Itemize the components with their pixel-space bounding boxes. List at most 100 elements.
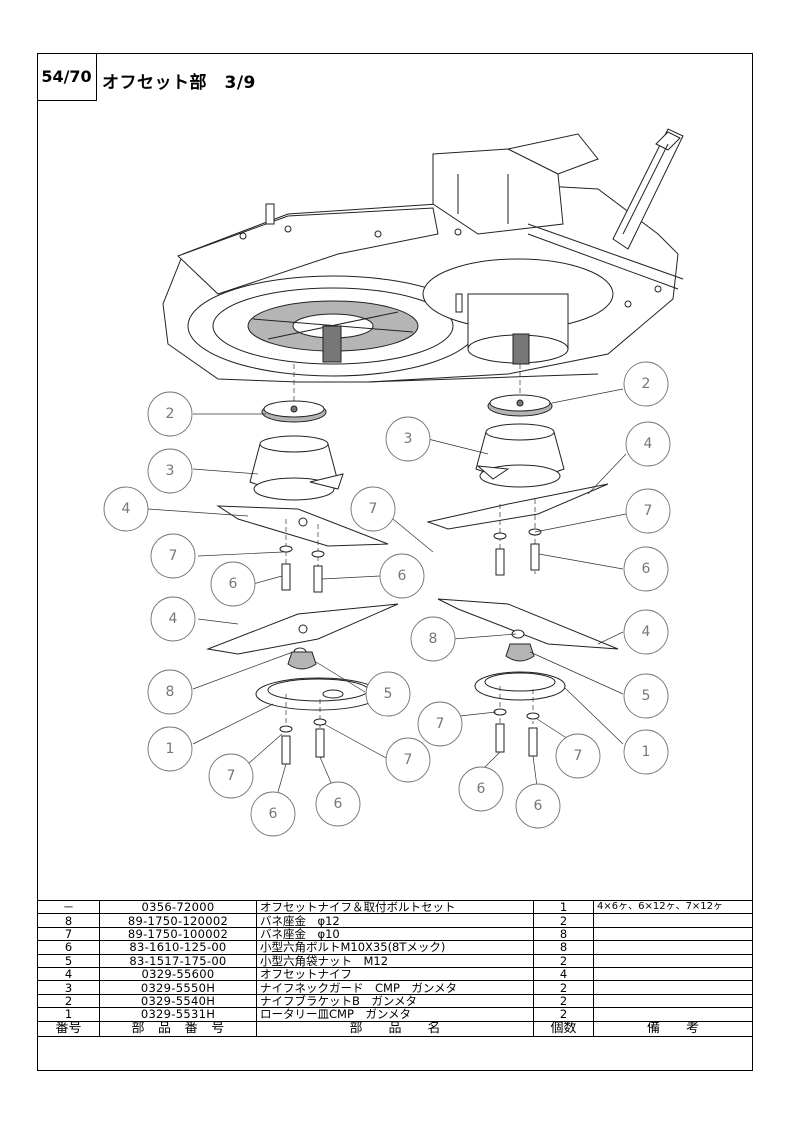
callout-bubble: 6 xyxy=(315,781,361,827)
cell-part-number: 83-1610-125-00 xyxy=(99,940,257,955)
svg-text:7: 7 xyxy=(404,752,413,768)
cell-part-name: ナイフブラケットB ガンメタ xyxy=(256,993,534,1009)
cell-part-name: 小型六角袋ナット M12 xyxy=(256,953,534,968)
right-blade-assembly xyxy=(426,364,619,757)
svg-text:4: 4 xyxy=(169,611,178,627)
page-title: オフセット部 3/9 xyxy=(102,73,256,93)
cell-no: － xyxy=(37,899,100,915)
offset-housing-illustration xyxy=(162,128,684,383)
cell-part-number: 89-1750-120002 xyxy=(99,913,257,928)
header-qty: 個数 xyxy=(533,1020,594,1037)
page-number: 54/70 xyxy=(37,53,97,101)
svg-text:8: 8 xyxy=(166,684,175,700)
callout-bubble: 2 xyxy=(147,391,193,437)
cell-note xyxy=(593,980,753,995)
table-row: 2 0329-5540H ナイフブラケットB ガンメタ 2 xyxy=(37,993,753,1009)
svg-text:3: 3 xyxy=(166,463,175,479)
callout-bubble: 3 xyxy=(385,416,431,462)
cell-qty: 1 xyxy=(533,899,594,915)
cell-qty: 2 xyxy=(533,1007,594,1022)
svg-text:7: 7 xyxy=(227,768,236,784)
svg-text:5: 5 xyxy=(384,686,393,702)
cell-note xyxy=(593,953,753,968)
cell-note: 4×6ヶ、6×12ヶ、7×12ヶ xyxy=(593,899,753,915)
callout-bubble: 7 xyxy=(385,737,431,783)
callout-bubble: 3 xyxy=(147,448,193,494)
cell-note xyxy=(593,940,753,955)
callout-bubble: 6 xyxy=(210,561,256,607)
header-note: 備 考 xyxy=(593,1020,753,1037)
cell-part-name: バネ座金 φ10 xyxy=(256,926,534,942)
cell-qty: 2 xyxy=(533,913,594,928)
cell-part-name: オフセットナイフ＆取付ボルトセット xyxy=(256,899,534,915)
header-part-name: 部 品 名 xyxy=(256,1020,534,1037)
table-row: 1 0329-5531H ロータリー皿CMP ガンメタ 2 xyxy=(37,1007,753,1022)
cell-part-number: 89-1750-100002 xyxy=(99,926,257,942)
leader-lines xyxy=(147,388,627,800)
callout-bubble: 1 xyxy=(623,729,669,775)
svg-text:6: 6 xyxy=(269,806,278,822)
callout-bubble: 4 xyxy=(623,609,669,655)
svg-text:7: 7 xyxy=(369,501,378,517)
svg-text:4: 4 xyxy=(122,501,131,517)
cell-note xyxy=(593,966,753,982)
callout-bubble: 7 xyxy=(150,533,196,579)
left-blade-assembly xyxy=(206,364,399,765)
cell-note xyxy=(593,913,753,928)
table-row: 6 83-1610-125-00 小型六角ボルトM10X35(8Tメック) 8 xyxy=(37,940,753,955)
table-row: 8 89-1750-120002 バネ座金 φ12 2 xyxy=(37,913,753,928)
callout-bubble: 4 xyxy=(150,596,196,642)
svg-text:4: 4 xyxy=(644,436,653,452)
callout-bubble: 2 xyxy=(623,361,669,407)
cell-qty: 4 xyxy=(533,966,594,982)
cell-note xyxy=(593,1007,753,1022)
svg-text:7: 7 xyxy=(574,748,583,764)
svg-text:2: 2 xyxy=(642,376,651,392)
cell-part-number: 0329-5540H xyxy=(99,993,257,1009)
cell-no: 2 xyxy=(37,993,100,1009)
callout-bubble: 6 xyxy=(379,553,425,599)
table-row: 7 89-1750-100002 バネ座金 φ10 8 xyxy=(37,926,753,942)
cell-part-number: 0329-5550H xyxy=(99,980,257,995)
table-row: 3 0329-5550H ナイフネックガード CMP ガンメタ 2 xyxy=(37,980,753,995)
cell-part-number: 0356-72000 xyxy=(99,899,257,915)
cell-part-name: ナイフネックガード CMP ガンメタ xyxy=(256,980,534,995)
cell-qty: 8 xyxy=(533,926,594,942)
table-row: 5 83-1517-175-00 小型六角袋ナット M12 2 xyxy=(37,953,753,968)
svg-text:6: 6 xyxy=(477,781,486,797)
cell-part-number: 83-1517-175-00 xyxy=(99,953,257,968)
callout-bubble: 7 xyxy=(555,733,601,779)
page-frame xyxy=(37,53,753,1071)
cell-no: 7 xyxy=(37,926,100,942)
callout-bubble: 8 xyxy=(147,669,193,715)
cell-no: 8 xyxy=(37,913,100,928)
cell-note xyxy=(593,926,753,942)
parts-table: － 0356-72000 オフセットナイフ＆取付ボルトセット 1 4×6ヶ、6×… xyxy=(37,899,753,1037)
cell-part-number: 0329-55600 xyxy=(99,966,257,982)
cell-qty: 2 xyxy=(533,953,594,968)
cell-no: 3 xyxy=(37,980,100,995)
svg-text:6: 6 xyxy=(642,561,651,577)
cell-qty: 8 xyxy=(533,940,594,955)
exploded-parts-diagram: 2 3 4 7 6 6 4 8 5 1 7 7 6 6 2 3 4 7 7 6 … xyxy=(103,128,684,837)
svg-text:5: 5 xyxy=(642,688,651,704)
callout-bubble: 8 xyxy=(410,616,456,662)
callout-bubble: 7 xyxy=(625,488,671,534)
callout-bubble: 7 xyxy=(208,753,254,799)
svg-text:6: 6 xyxy=(229,576,238,592)
cell-qty: 2 xyxy=(533,980,594,995)
svg-text:1: 1 xyxy=(642,744,651,760)
cell-no: 5 xyxy=(37,953,100,968)
svg-text:2: 2 xyxy=(166,406,175,422)
svg-text:7: 7 xyxy=(169,548,178,564)
callout-bubble: 4 xyxy=(625,421,671,467)
cell-part-name: バネ座金 φ12 xyxy=(256,913,534,928)
svg-text:4: 4 xyxy=(642,624,651,640)
callout-bubble: 6 xyxy=(515,783,561,829)
callout-bubble: 6 xyxy=(623,546,669,592)
callout-bubble: 5 xyxy=(365,671,411,717)
callout-bubble: 6 xyxy=(250,791,296,837)
parts-table-body: － 0356-72000 オフセットナイフ＆取付ボルトセット 1 4×6ヶ、6×… xyxy=(37,899,753,1037)
callout-bubble: 6 xyxy=(458,766,504,812)
callout-bubble: 7 xyxy=(417,701,463,747)
